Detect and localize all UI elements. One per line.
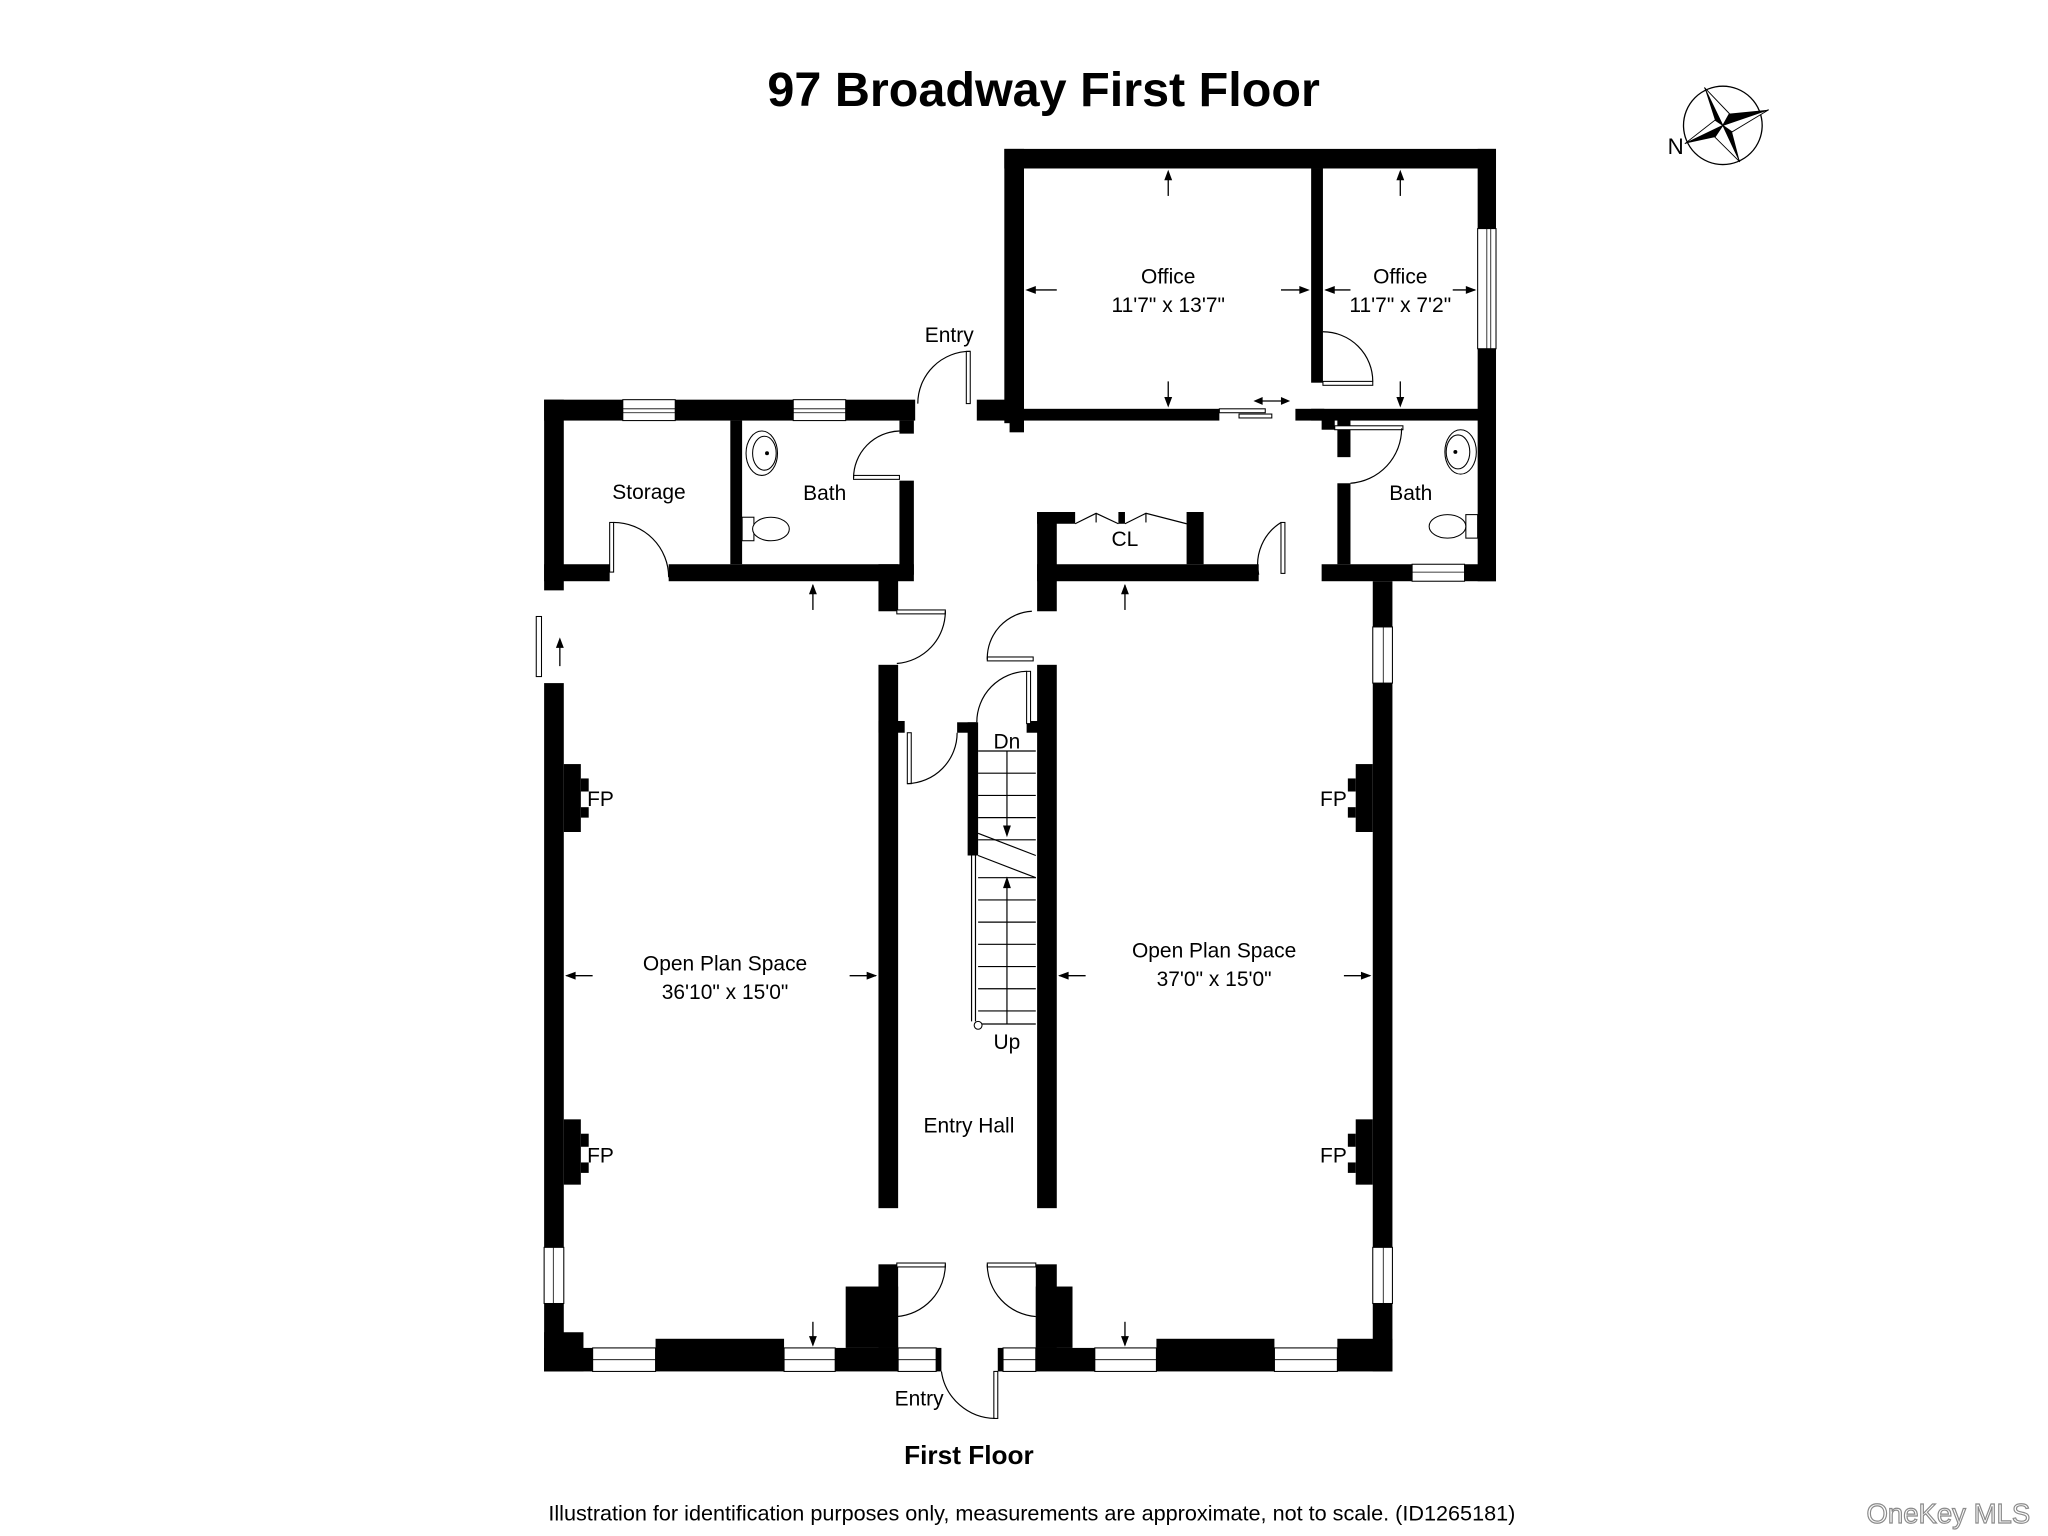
windows bbox=[535, 228, 1497, 1372]
disclaimer-text: Illustration for identification purposes… bbox=[548, 1500, 1515, 1525]
stairs-up-label: Up bbox=[994, 1031, 1021, 1054]
room-office-small-dims: 11'7" x 7'2" bbox=[1349, 294, 1451, 317]
room-entry-hall-name: Entry Hall bbox=[924, 1114, 1015, 1137]
sink-icon bbox=[745, 430, 779, 476]
onekey-mls-watermark: OneKey MLS bbox=[1867, 1498, 2031, 1529]
room-storage-name: Storage bbox=[612, 481, 685, 504]
fireplace-label: FP bbox=[587, 1144, 614, 1167]
room-open-plan-left-dims: 36'10" x 15'0" bbox=[662, 981, 789, 1004]
room-office-large-dims: 11'7" x 13'7" bbox=[1112, 294, 1225, 317]
fireplace-label: FP bbox=[1320, 788, 1347, 811]
room-office-small-name: Office bbox=[1373, 265, 1427, 288]
page-title: 97 Broadway First Floor bbox=[767, 63, 1320, 117]
room-open-plan-right-dims: 37'0" x 15'0" bbox=[1157, 968, 1272, 991]
dimension-arrows bbox=[555, 169, 1477, 1347]
sink-icon bbox=[1444, 429, 1477, 475]
toilet-icon bbox=[741, 516, 790, 542]
staircase bbox=[970, 750, 1037, 1030]
doors bbox=[609, 331, 1404, 1420]
floor-label: First Floor bbox=[904, 1440, 1034, 1470]
room-entry-front-label: Entry bbox=[895, 1387, 944, 1410]
compass-north-icon bbox=[1682, 85, 1769, 166]
stairs-down-label: Dn bbox=[994, 730, 1021, 753]
room-bath-left-name: Bath bbox=[803, 482, 846, 505]
room-bath-right-name: Bath bbox=[1389, 482, 1432, 505]
bathroom-fixtures bbox=[741, 429, 1479, 542]
room-open-plan-right-name: Open Plan Space bbox=[1132, 939, 1296, 962]
toilet-icon bbox=[1428, 514, 1479, 539]
room-entry-rear-label: Entry bbox=[925, 324, 974, 347]
room-open-plan-left-name: Open Plan Space bbox=[643, 952, 807, 975]
fireplace-label: FP bbox=[587, 788, 614, 811]
room-closet-name: CL bbox=[1112, 528, 1139, 551]
compass-north-label: N bbox=[1668, 134, 1684, 159]
fireplace-label: FP bbox=[1320, 1144, 1347, 1167]
room-office-large-name: Office bbox=[1141, 265, 1195, 288]
walls bbox=[544, 148, 1497, 1372]
